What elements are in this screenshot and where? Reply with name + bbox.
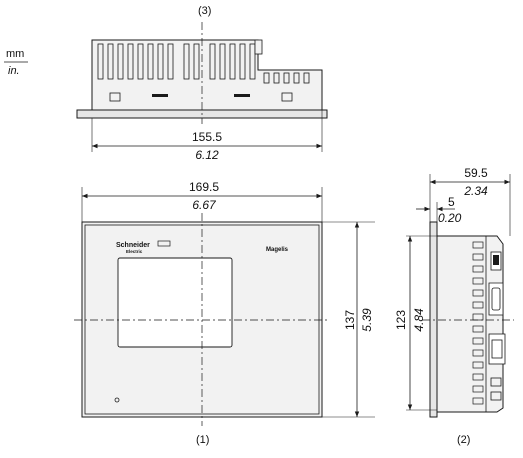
top-connector-tab — [254, 39, 263, 55]
side-bezel-mm: 5 — [448, 195, 455, 209]
top-clip-left — [109, 92, 121, 102]
side-depth-mm: 59.5 — [464, 166, 488, 180]
top-width-in: 6.12 — [195, 148, 219, 162]
side-body-outline — [436, 235, 504, 413]
top-view: (3) — [76, 5, 328, 162]
front-brand-sub: Electric — [126, 249, 143, 254]
top-width-mm: 155.5 — [192, 130, 222, 144]
front-height-in: 5.39 — [360, 308, 374, 332]
side-height-mm: 123 — [394, 310, 408, 330]
side-serial-port-icon — [488, 282, 504, 316]
front-brand-logo: Schneider — [116, 242, 150, 249]
front-width-mm: 169.5 — [189, 180, 219, 194]
side-serial-port-inner — [491, 287, 501, 311]
top-clip-right — [281, 92, 293, 102]
front-width-in: 6.67 — [192, 198, 217, 212]
top-slot-mark-right — [234, 94, 250, 97]
side-view-label: (2) — [457, 434, 470, 446]
side-depth-in: 2.34 — [463, 184, 488, 198]
side-usb-port-inner — [493, 255, 499, 265]
units-legend: mm in. — [4, 48, 28, 77]
side-bezel — [429, 221, 438, 418]
unit-metric-label: mm — [6, 48, 24, 60]
top-view-label: (3) — [198, 5, 211, 17]
side-ethernet-port-inner — [491, 339, 503, 359]
side-vent-slots — [472, 241, 484, 405]
front-status-led-icon — [114, 397, 120, 403]
top-vent-slots — [97, 43, 310, 84]
side-power-connector-icon — [490, 377, 502, 387]
front-brand-mark-icon — [157, 240, 171, 247]
front-view: 169.5 6.67 Schneider Electric Magelis 13… — [74, 180, 375, 446]
side-power-connector-2-icon — [490, 391, 502, 401]
unit-imperial-label: in. — [8, 65, 20, 77]
front-view-label: (1) — [196, 434, 209, 446]
side-view: 59.5 2.34 5 0.20 — [394, 166, 514, 446]
front-screen — [117, 257, 233, 348]
top-slot-mark-left — [152, 94, 168, 97]
side-height-in: 4.84 — [412, 308, 426, 332]
front-model-name: Magelis — [266, 247, 289, 253]
side-bezel-in: 0.20 — [438, 211, 462, 225]
front-height-mm: 137 — [343, 310, 357, 330]
side-ethernet-port-icon — [488, 333, 506, 365]
top-housing-outline — [91, 39, 323, 111]
